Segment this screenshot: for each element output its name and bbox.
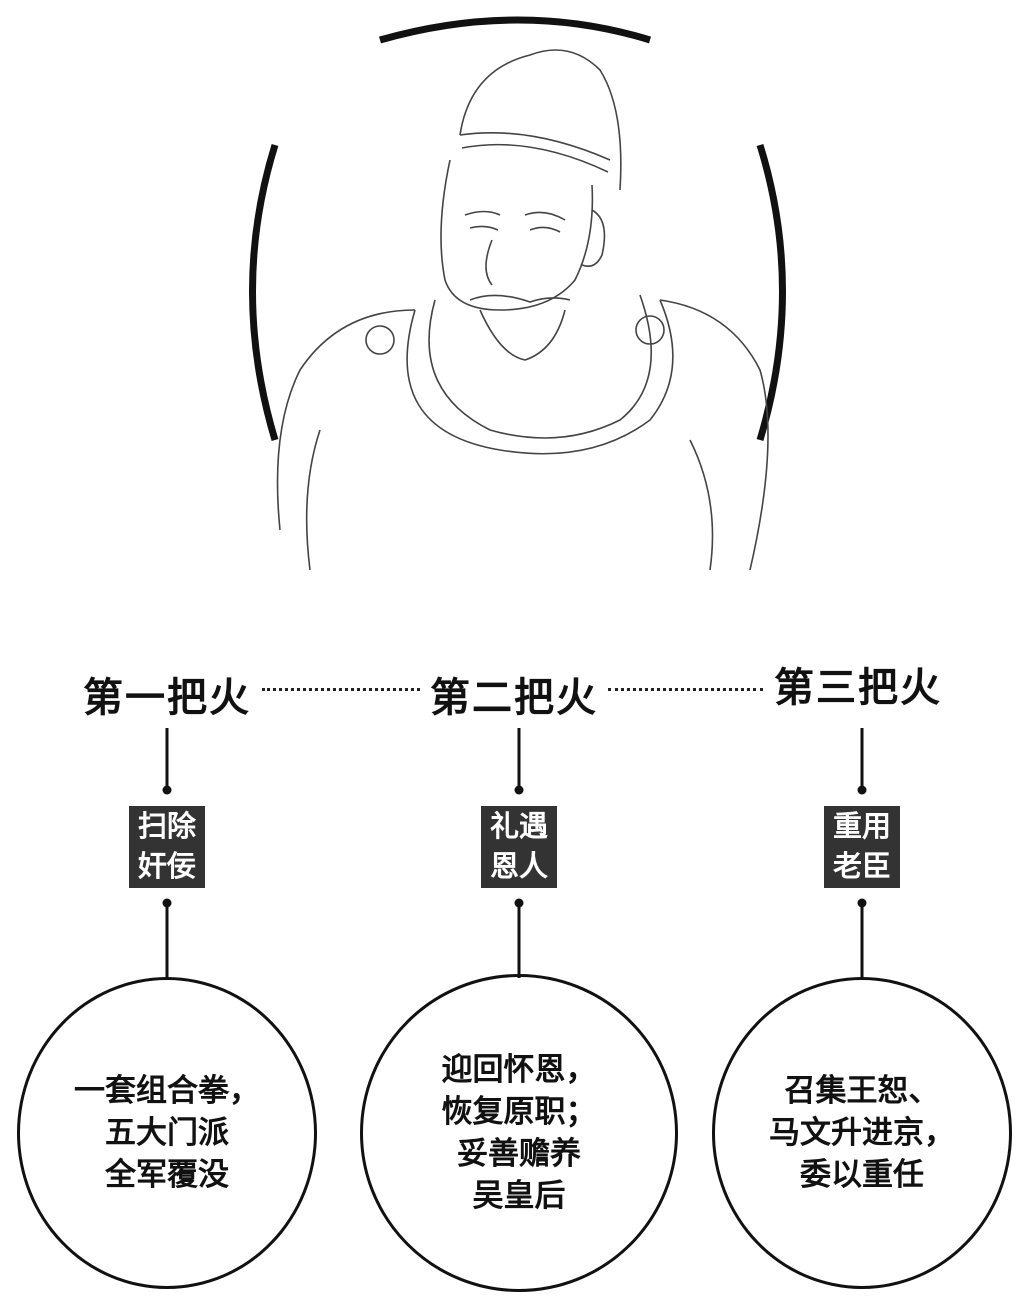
connector-line — [517, 728, 521, 790]
tag-line: 奸佞 — [137, 849, 196, 883]
step-title-2: 第二把火 — [430, 674, 598, 721]
connector-dot — [857, 785, 867, 795]
frame-arc-right — [756, 143, 786, 442]
detail-line: 恢复原职； — [441, 1094, 597, 1130]
connector-line — [165, 903, 169, 978]
dotted-connector-2-3 — [608, 688, 763, 691]
detail-line: 委以重任 — [800, 1157, 924, 1193]
step-tag-3: 重用老臣 — [824, 806, 900, 888]
detail-line: 吴皇后 — [472, 1178, 566, 1214]
step-detail-circle-1: 一套组合拳， 五大门派 全军覆没 — [17, 977, 317, 1289]
frame-arc-left — [249, 143, 279, 442]
detail-line: 五大门派 — [105, 1115, 229, 1151]
detail-line: 一套组合拳， — [74, 1073, 260, 1109]
detail-line: 妥善赡养 — [457, 1136, 581, 1172]
detail-line: 全军覆没 — [105, 1157, 229, 1193]
tag-line: 重用 — [832, 809, 891, 843]
detail-line: 马文升进京， — [769, 1115, 955, 1151]
step-detail-circle-3: 召集王恕、 马文升进京， 委以重任 — [712, 977, 1012, 1289]
connector-line — [517, 903, 521, 978]
connector-line — [860, 728, 864, 790]
connector-line — [860, 903, 864, 978]
step-title-1: 第一把火 — [83, 674, 251, 721]
tag-line: 老臣 — [832, 849, 891, 883]
frame-arc-top — [379, 16, 652, 44]
tag-line: 礼遇 — [489, 809, 548, 843]
connector-dot — [162, 785, 172, 795]
connector-dot — [514, 785, 524, 795]
step-tag-2: 礼遇恩人 — [481, 806, 557, 888]
dotted-connector-1-2 — [262, 688, 420, 691]
step-detail-circle-2: 迎回怀恩， 恢复原职； 妥善赡养 吴皇后 — [360, 974, 678, 1292]
tag-line: 扫除 — [137, 809, 196, 843]
step-tag-1: 扫除奸佞 — [129, 806, 205, 888]
detail-line: 召集王恕、 — [784, 1073, 940, 1109]
step-title-3: 第三把火 — [774, 664, 942, 711]
detail-line: 迎回怀恩， — [441, 1052, 597, 1088]
tag-line: 恩人 — [489, 849, 548, 883]
connector-line — [165, 728, 169, 790]
emperor-portrait — [249, 16, 786, 571]
